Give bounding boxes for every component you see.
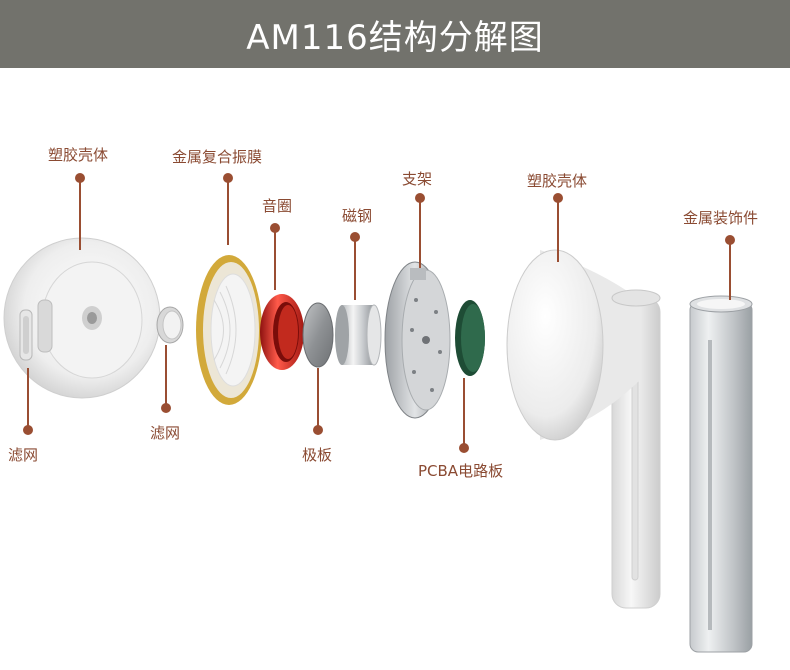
filter-disc-mid [156, 306, 184, 344]
label-filter-left: 滤网 [8, 446, 39, 464]
label-bracket: 支架 [402, 170, 433, 188]
pcba-board [455, 300, 485, 376]
leader-dots [23, 173, 735, 453]
label-pole-plate: 极板 [302, 446, 333, 464]
header-bar: AM116结构分解图 [0, 0, 790, 68]
plastic-shell-right [506, 249, 661, 609]
bracket [384, 261, 451, 419]
magnet [335, 304, 382, 366]
label-plastic-shell-left: 塑胶壳体 [48, 146, 109, 164]
page-title: AM116结构分解图 [246, 17, 544, 58]
voice-coil [260, 294, 304, 370]
label-pcba: PCBA电路板 [418, 462, 504, 480]
label-magnet: 磁钢 [342, 207, 373, 225]
pole-plate [302, 302, 334, 368]
leader-lines [27, 178, 731, 448]
label-voice-coil: 音圈 [262, 197, 293, 215]
metal-diaphragm [196, 255, 262, 405]
filter-screen-left [19, 309, 33, 361]
label-plastic-shell-right: 塑胶壳体 [527, 172, 588, 190]
label-metal-diaphragm: 金属复合振膜 [172, 148, 263, 166]
label-metal-trim: 金属装饰件 [683, 209, 759, 227]
label-filter-mid: 滤网 [150, 424, 181, 442]
metal-trim-tube [689, 295, 753, 653]
plastic-shell-left [3, 237, 161, 399]
